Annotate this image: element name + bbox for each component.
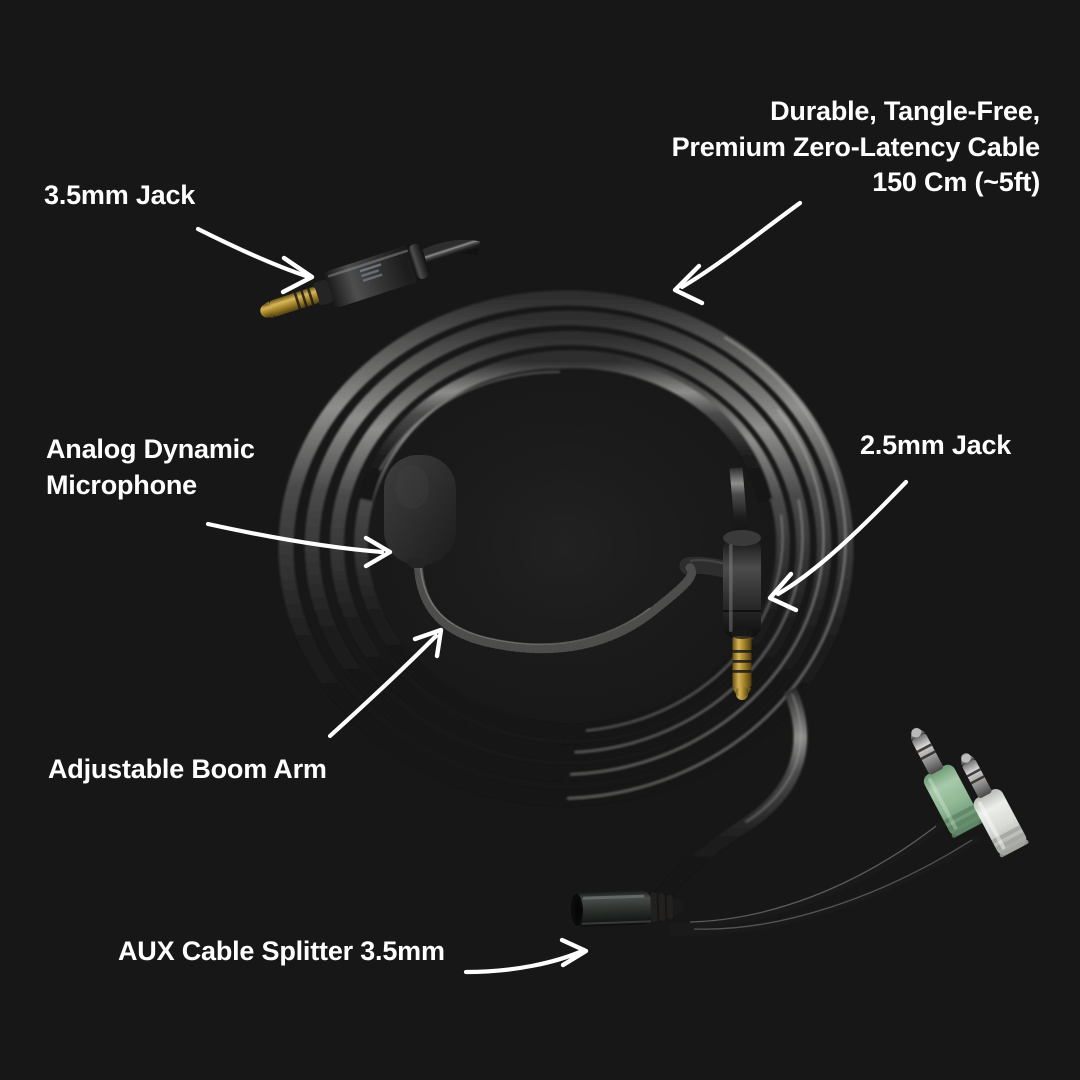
splitter-plug-headphone (961, 753, 1029, 858)
jack-35mm-marking (359, 263, 383, 282)
cable-loop-inner (359, 355, 773, 502)
boom-arm (413, 552, 697, 654)
jack-35mm-contacts (269, 287, 319, 317)
boom-arm-core (413, 552, 697, 654)
foam-windscreen (384, 455, 456, 565)
arrow-cable (672, 200, 803, 306)
cable-loop-outer-highlight (285, 296, 847, 800)
boom-arm-highlight (419, 554, 651, 645)
microphone-capsule (384, 455, 456, 568)
jack-25mm-contacts (732, 636, 752, 688)
callout-label-microphone: Analog Dynamic Microphone (46, 434, 255, 500)
cable-loop-4 (354, 350, 790, 738)
cable-tail-to-splitter (648, 687, 808, 910)
arrow-microphone (205, 521, 393, 569)
cable-loop-4-highlight (360, 355, 784, 733)
arrow-aux-splitter (463, 937, 589, 975)
splitter-plug-mic (911, 727, 983, 838)
callout-label-cable: Durable, Tangle-Free, Premium Zero-Laten… (671, 96, 1041, 198)
jack-25mm-housing (723, 538, 761, 638)
jack-25mm (679, 467, 761, 700)
foam-texture (384, 455, 456, 565)
callout-label-aux-splitter: AUX Cable Splitter 3.5mm (118, 936, 445, 966)
callout-label-boom-arm: Adjustable Boom Arm (48, 754, 327, 784)
splitter-socket-barrel (574, 890, 652, 927)
cable-loop-3-highlight (336, 336, 804, 754)
cable-loop-2-highlight (311, 316, 825, 776)
aux-splitter (570, 727, 1029, 936)
cable-loop-outer (278, 290, 854, 806)
cable-loop-inner-highlight (379, 371, 561, 471)
arrow-jack-25mm (767, 479, 909, 613)
cable-loop-2 (304, 310, 832, 782)
splitter-cable-headphone (668, 834, 982, 936)
arrow-boom-arm (327, 627, 444, 739)
cable-loop-3 (330, 331, 810, 759)
jack-35mm-barrel (323, 245, 424, 308)
arrow-jack-35mm (195, 226, 315, 295)
jack-35mm (260, 239, 481, 318)
splitter-cable-mic (668, 820, 946, 930)
coil-ambient-glow (235, 260, 895, 830)
callout-label-jack-25mm: 2.5mm Jack (860, 430, 1012, 460)
callout-label-jack-35mm: 3.5mm Jack (44, 180, 196, 210)
cable-coil (278, 290, 854, 806)
boom-arm-ribs (413, 552, 697, 654)
